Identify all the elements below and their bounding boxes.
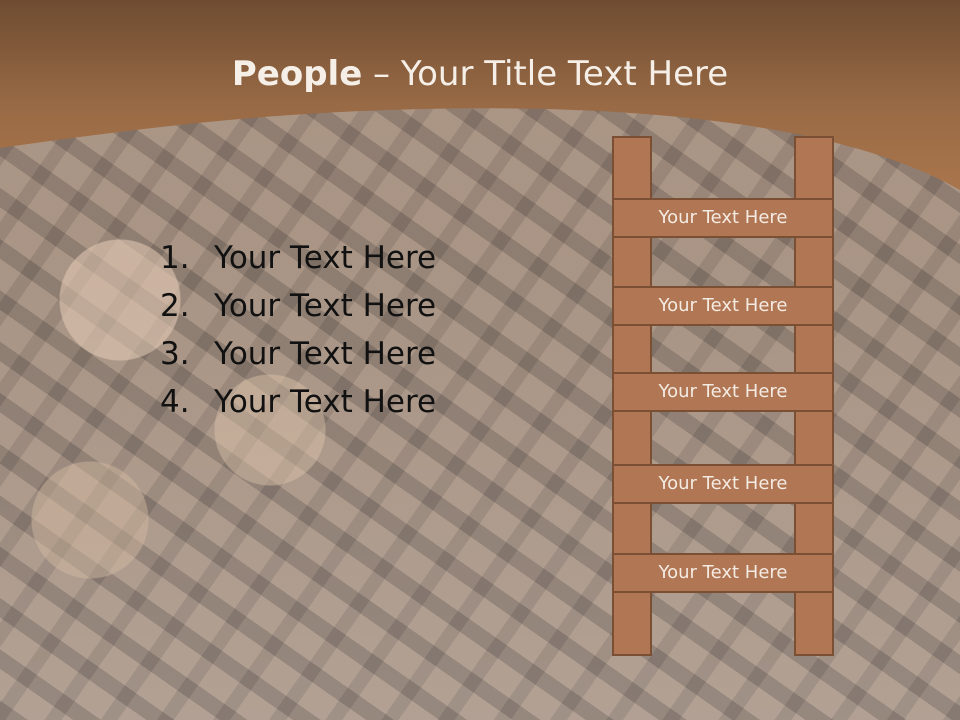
list-item: 3. Your Text Here <box>160 330 580 378</box>
ladder-diagram: Your Text Here Your Text Here Your Text … <box>612 136 834 658</box>
list-item: 2. Your Text Here <box>160 282 580 330</box>
list-text: Your Text Here <box>214 384 437 420</box>
ladder-rung-2: Your Text Here <box>612 286 834 326</box>
title-rest: – Your Title Text Here <box>362 54 729 94</box>
ladder-rung-1: Your Text Here <box>612 198 834 238</box>
title-bold: People <box>231 54 363 94</box>
ladder-rung-3: Your Text Here <box>612 372 834 412</box>
list-item: 1. Your Text Here <box>160 234 580 282</box>
list-text: Your Text Here <box>214 240 437 276</box>
list-number: 4. <box>160 384 190 420</box>
list-number: 1. <box>160 240 190 276</box>
page-title: People – Your Title Text Here <box>0 52 960 96</box>
list-item: 4. Your Text Here <box>160 378 580 426</box>
list-number: 2. <box>160 288 190 324</box>
list-text: Your Text Here <box>214 288 437 324</box>
list-text: Your Text Here <box>214 336 437 372</box>
ladder-rung-5: Your Text Here <box>612 553 834 593</box>
list-number: 3. <box>160 336 190 372</box>
numbered-list: 1. Your Text Here 2. Your Text Here 3. Your… <box>160 234 580 426</box>
ladder-rung-4: Your Text Here <box>612 464 834 504</box>
